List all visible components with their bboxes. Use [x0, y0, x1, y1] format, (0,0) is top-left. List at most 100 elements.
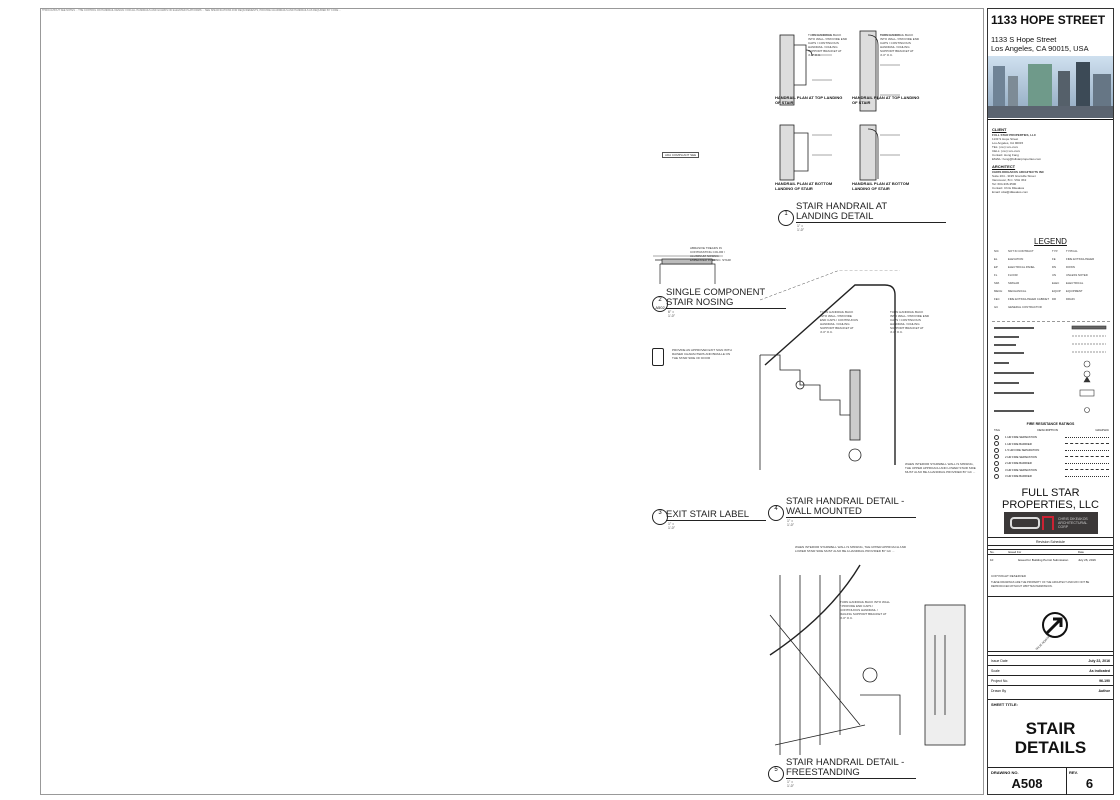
- legend-description: NOT IN CONTRACT: [1008, 249, 1034, 253]
- detail-2-drawing: [653, 255, 723, 284]
- drawing-no: A508: [1011, 776, 1043, 791]
- note: TURN HANDRAIL BACK INTO WALL / PROVIDE E…: [820, 310, 859, 334]
- legend-abbrev: TYP.: [1052, 249, 1058, 253]
- detail-scale: 1" = 1'-0": [668, 522, 675, 530]
- architect-heading: ARCHITECT: [992, 164, 1016, 169]
- client-line: FULL STAR PROPERTIES, LLC: [992, 133, 1037, 137]
- detail-number-bubble: 1: [778, 210, 794, 226]
- detail-scale: 6" = 1'-0": [668, 310, 675, 318]
- rating-tag-icon: [994, 467, 999, 473]
- rating-tag-icon: [994, 454, 999, 460]
- note: TURN HANDRAIL BACK INTO WALL / PROVIDE E…: [880, 33, 920, 57]
- rating-tag-icon: [994, 434, 999, 440]
- fire-rating-row: 1 HR FIRE BARRIER: [994, 441, 1109, 448]
- client-heading: CLIENT: [992, 127, 1007, 132]
- plan-label: HANDRAIL PLAN AT TOP LANDING OF STAIR: [775, 95, 843, 105]
- architect-logo: CHRIS DIKEAKOS ARCHITECTURAL CORP: [1004, 512, 1098, 534]
- project-field: Drawn By Author: [988, 685, 1113, 695]
- col-header: TAG: [994, 428, 1000, 432]
- field-value: Author: [1098, 688, 1110, 693]
- rating-description: 3 HR FIRE BARRIER: [1005, 474, 1032, 479]
- plan-label: HANDRAIL PLAN AT BOTTOM LANDING OF STAIR: [775, 181, 833, 191]
- rating-graphic: [1065, 436, 1109, 438]
- note: ABRASIVE TREADS IN CONTRASTING COLOR / A…: [690, 246, 731, 262]
- legend-symbols: [994, 325, 1107, 413]
- col-header: Issued For: [1008, 550, 1022, 554]
- rating-graphic: [1065, 475, 1109, 477]
- logo-mark-icon: [1042, 516, 1054, 530]
- architect-line: Vancouver, B.C. V6H 3K2: [992, 178, 1027, 182]
- legend-abbrev: FE: [1052, 257, 1056, 261]
- legend-description: TYPICAL: [1066, 249, 1078, 253]
- rating-tag-icon: [994, 447, 999, 453]
- col-header: Date: [1078, 550, 1084, 554]
- sheet-title-line: STAIR: [1025, 719, 1076, 738]
- client-line: CELL: (xxx) xxx-xxxx: [992, 149, 1021, 153]
- logo-mark-icon: [1010, 517, 1040, 529]
- legend-description: ELECTRICAL: [1066, 281, 1084, 285]
- title-line: STAIR HANDRAIL AT: [796, 201, 888, 212]
- detail-number-bubble: 4: [768, 505, 784, 521]
- detail-title: STAIR HANDRAIL DETAIL -WALL MOUNTED: [786, 497, 916, 518]
- general-notes: THROUGHOUT SEE NOTES ... THE CONTROL ON …: [42, 9, 342, 12]
- legend-abbrev: EP: [994, 265, 998, 269]
- detail-number-bubble: 3: [652, 509, 668, 525]
- drawing-no-label: DRAWING NO.: [991, 770, 1019, 775]
- title-line: LANDING DETAIL: [796, 211, 874, 222]
- copyright-text: THESE DRAWINGS ARE THE PROPERTY OF THE A…: [991, 581, 1090, 588]
- legend-abbrev: DN: [1052, 265, 1057, 269]
- rating-description: 2 HR FIRE BARRIER: [1005, 461, 1032, 466]
- note: TURN HANDRAIL BACK INTO WALL / PROVIDE E…: [808, 33, 848, 57]
- legend-abbrev: ELEC: [1052, 281, 1060, 285]
- plan-label: HANDRAIL PLAN AT BOTTOM LANDING OF STAIR: [852, 181, 910, 191]
- legend-description: ELECTRICAL PANEL: [1008, 265, 1035, 269]
- legend-description: ELEVATION: [1008, 257, 1024, 261]
- note: TURN HANDRAIL BACK INTO WALL / PROVIDE E…: [890, 310, 930, 334]
- legend-description: DOWN: [1066, 265, 1075, 269]
- sheet-title-line: DETAILS: [1014, 738, 1087, 757]
- title-line: FREESTANDING: [786, 767, 860, 778]
- client-line: EMAIL: hong@fullstarproperties.com: [992, 157, 1042, 161]
- legend-heading: LEGEND: [1034, 237, 1067, 246]
- legend-description: FIRE EXTINGUISHER CABINET: [1008, 297, 1050, 301]
- legend-abbrev: EL: [994, 257, 998, 261]
- legend-abbrev: SIM.: [994, 281, 1000, 285]
- rating-graphic: [1065, 469, 1109, 471]
- exit-sign-graphic: [652, 348, 664, 366]
- architect-line: CHRIS DIKEAKOS ARCHITECTS INC: [992, 170, 1045, 174]
- field-value: 96-190: [1099, 678, 1110, 683]
- sheet-ref: A502: [655, 305, 665, 310]
- address-line: Los Angeles, CA 90015, USA: [991, 44, 1089, 53]
- ada-callout: ADA COMPLIANT SEE: [662, 152, 700, 158]
- legend-abbrev: NIC: [994, 249, 999, 253]
- detail-title: EXIT STAIR LABEL: [666, 510, 766, 521]
- field-label: Drawn By: [991, 688, 1007, 693]
- legend-description: GENERAL CONTRACTOR: [1008, 305, 1042, 309]
- revision-columns: No. Issued For Date: [988, 549, 1113, 555]
- revision-desc: Issued for Building Permit Submission: [1017, 558, 1069, 562]
- title-line: WALL MOUNTED: [786, 506, 862, 517]
- rating-graphic: [1065, 443, 1109, 445]
- legend-description: DRAIN: [1066, 297, 1075, 301]
- note: PROVIDE AN APPROVED EXIT SIGN WITH RAISE…: [672, 348, 732, 360]
- detail-scale: 1" = 1'-0": [787, 519, 794, 527]
- detail-number: 2: [658, 297, 662, 303]
- legend-abbrev: EQUIP: [1052, 289, 1061, 293]
- revision-heading: Revision Schedule: [988, 537, 1113, 546]
- field-value: As indicated: [1089, 668, 1110, 673]
- legend-abbrev: GC: [994, 305, 999, 309]
- detail-scale: 1" = 1'-0": [797, 224, 804, 232]
- client-line: 1133 S Hope Street: [992, 137, 1019, 141]
- rating-tag-icon: [994, 473, 999, 479]
- fire-rating-row: 3 HR FIRE BARRIER: [994, 473, 1109, 480]
- architect-line: Email: cdai@dikeakos.com: [992, 190, 1029, 194]
- col-header: No.: [990, 550, 995, 554]
